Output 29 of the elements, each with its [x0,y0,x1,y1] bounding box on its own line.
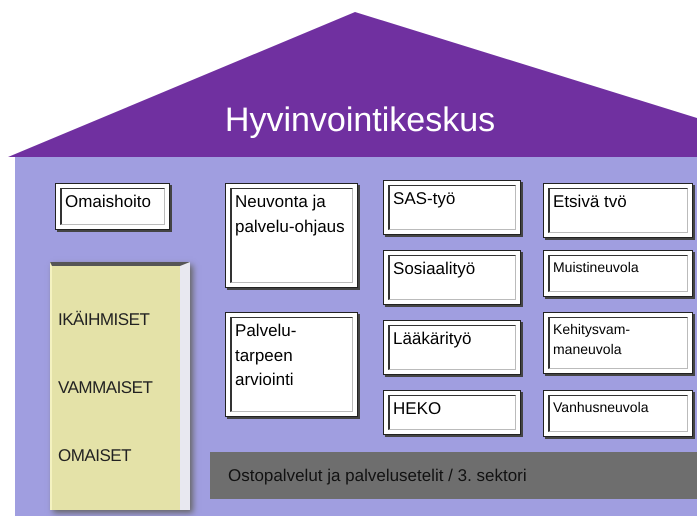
door-label: OMAISET [58,445,132,468]
box-label: Sosiaalityö [393,258,476,280]
box-label: Neuvonta ja palvelu-ohjaus [235,191,346,238]
service-box [383,180,521,235]
box-label: SAS-työ [393,188,456,210]
service-box [55,183,170,230]
service-box [225,312,358,417]
box-label: HEKO [393,398,442,420]
door-label: VAMMAISET [58,377,154,400]
service-box [543,250,693,297]
service-box [543,390,693,437]
service-box [543,183,693,238]
box-label: Palvelu-tarpeen arviointi [235,320,298,392]
door-label: IKÄIHMISET [58,309,150,332]
house-title: Hyvinvointikeskus [224,100,496,141]
bar-label: Ostopalvelut ja palvelusetelit / 3. sektori [228,464,527,487]
service-box [383,320,521,375]
box-label: Muistineuvola [553,258,640,277]
door-panel [50,262,190,510]
box-label: Kehitysvam-maneuvola [553,320,632,360]
box-label: Etsivä tvö [553,191,628,213]
box-label: Vanhusneuvola [553,398,650,417]
service-box [225,183,358,288]
bottom-bar [210,452,697,499]
box-label: Omaishoito [65,191,152,213]
service-box [543,312,693,374]
service-box [383,250,521,305]
service-box [383,390,521,435]
box-label: Lääkärityö [393,328,472,350]
